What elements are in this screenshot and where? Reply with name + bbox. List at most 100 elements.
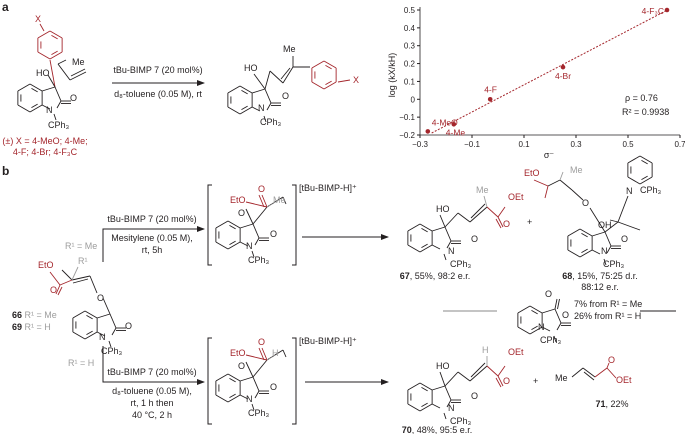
aryl-ring — [51, 34, 58, 40]
int1-cph3: CPh₃ — [248, 255, 270, 265]
aryl-ring — [49, 30, 63, 39]
benzene-ring — [627, 176, 641, 185]
bond — [254, 390, 260, 399]
p68-er: 88:12 e.r. — [581, 282, 619, 292]
y-tick-label: −0.1 — [399, 113, 415, 122]
bond — [70, 68, 86, 77]
bond — [108, 340, 112, 348]
lower-time-1: rt, 1 h then — [130, 398, 173, 408]
bond — [541, 308, 556, 314]
bond — [583, 371, 595, 381]
bond — [59, 279, 73, 286]
bond — [497, 216, 504, 228]
benzene-ring — [421, 386, 428, 392]
benzene-ring — [639, 176, 653, 185]
plus-sign-1: + — [527, 217, 532, 227]
lower-catalyst: tBu-BIMP 7 (20 mol%) — [107, 367, 196, 377]
bond — [282, 66, 294, 84]
conditions-catalyst-a: tBu-BIMP 7 (20 mol%) — [113, 65, 202, 75]
bond — [264, 70, 271, 90]
start-carbonyl-o: O — [50, 285, 57, 295]
p67-me: Me — [476, 185, 489, 195]
p71-o: O — [608, 355, 615, 365]
start-eto: EtO — [38, 260, 54, 270]
benzene-ring — [227, 394, 241, 403]
plus-sign-2: + — [533, 376, 538, 386]
bond — [470, 203, 486, 219]
bond — [56, 100, 62, 109]
x-tick-label: 0.3 — [570, 140, 582, 149]
ion-lower: [tBu-BIMP-H]⁺ — [299, 336, 357, 346]
r2-annotation: R² = 0.9938 — [622, 107, 669, 117]
benzene-ring — [421, 227, 428, 233]
bond — [57, 286, 63, 296]
p68-o: O — [621, 234, 628, 244]
bond — [245, 354, 268, 361]
reactant-n-label: N — [46, 105, 53, 115]
aryl-ring — [49, 51, 63, 60]
bond — [261, 347, 268, 361]
benzene-ring — [239, 106, 253, 115]
bond — [245, 201, 268, 208]
bond — [72, 278, 89, 284]
bracket-lower — [207, 337, 297, 425]
upper-time: rt, 5h — [142, 245, 163, 255]
p68-label: 68, 15%, 75:25 d.r. — [562, 271, 638, 281]
bond — [439, 214, 446, 228]
product-x-label: X — [353, 75, 359, 85]
bond — [431, 226, 446, 232]
bond — [483, 195, 488, 208]
bond — [57, 59, 67, 65]
benzene-ring — [421, 402, 428, 408]
benzene-ring — [567, 249, 581, 258]
bond — [252, 206, 268, 225]
bond — [49, 271, 61, 286]
product-me-label: Me — [283, 44, 296, 54]
product-ho-label: HO — [244, 63, 258, 73]
benzene-ring — [241, 89, 248, 95]
bond — [239, 394, 249, 400]
bond — [470, 362, 486, 378]
isatin-cph3: CPh₃ — [540, 335, 562, 345]
bond — [486, 206, 499, 218]
bond — [497, 365, 506, 377]
p70-o: O — [471, 391, 478, 401]
bond — [102, 297, 111, 315]
bond — [553, 335, 557, 343]
p68-n-top: N — [626, 186, 633, 196]
bond — [282, 349, 287, 358]
reactant-x-label: X — [35, 14, 41, 24]
bond — [606, 245, 612, 254]
start-cph3: CPh₃ — [101, 346, 123, 356]
p68-cph3-top: CPh₃ — [640, 185, 662, 195]
int1-me: Me — [273, 195, 286, 205]
x-tick-label: 0.5 — [622, 140, 634, 149]
benzene-ring — [229, 393, 236, 399]
bond — [533, 179, 549, 187]
bond — [269, 70, 284, 84]
benzene-ring — [421, 243, 428, 249]
int2-o: O — [270, 382, 277, 392]
bond — [261, 194, 268, 208]
p70-carbonyl-o: O — [503, 376, 510, 386]
lower-time-2: 40 °C, 2 h — [132, 410, 172, 420]
benzene-ring — [31, 103, 38, 109]
benzene-ring — [86, 314, 93, 320]
benzene-ring — [419, 382, 433, 391]
bond — [239, 376, 254, 382]
aryl-ring — [311, 81, 325, 90]
bond — [589, 207, 606, 233]
start-n: N — [99, 332, 106, 342]
benzene-ring — [29, 83, 43, 92]
benzene-ring — [17, 104, 31, 113]
bond — [89, 275, 98, 294]
start-o: O — [125, 321, 132, 331]
bond — [239, 223, 254, 229]
bond — [337, 79, 351, 83]
upper-catalyst: tBu-BIMP 7 (20 mol%) — [107, 214, 196, 224]
lower-arrow — [102, 346, 205, 385]
p67-label: 67, 55%, 98:2 e.r. — [400, 271, 471, 281]
benzene-ring — [517, 326, 531, 335]
